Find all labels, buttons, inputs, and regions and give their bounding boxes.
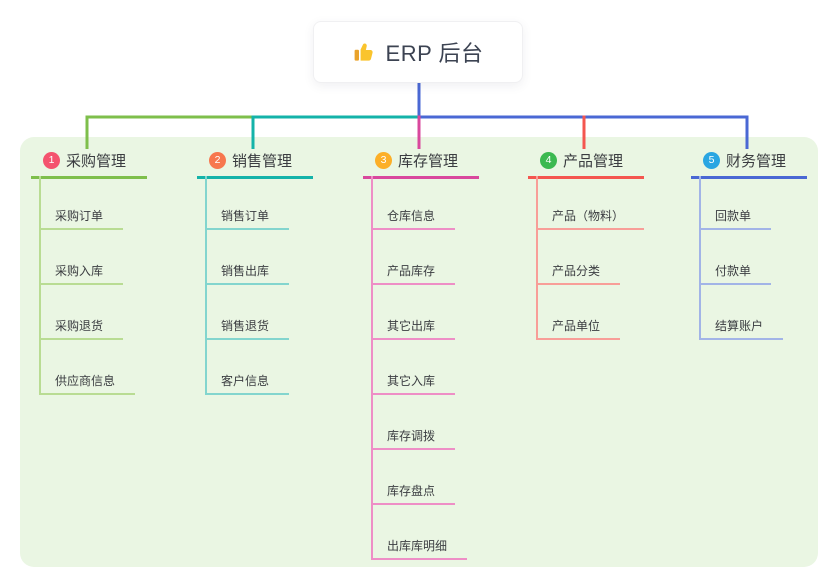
root-label: ERP 后台 xyxy=(385,41,484,66)
child-node[interactable]: 产品（物料） xyxy=(536,204,645,230)
child-label: 付款单 xyxy=(715,264,752,278)
child-node[interactable]: 采购退货 xyxy=(39,314,124,340)
child-label: 销售出库 xyxy=(221,264,270,278)
branch-title[interactable]: 4 产品管理 xyxy=(528,146,644,174)
child-label: 库存盘点 xyxy=(387,484,436,498)
child-label: 仓库信息 xyxy=(387,209,436,223)
child-label: 产品库存 xyxy=(387,264,436,278)
child-node[interactable]: 出库库明细 xyxy=(371,534,468,560)
child-label: 其它出库 xyxy=(387,319,436,333)
branches-panel xyxy=(20,137,818,567)
child-node[interactable]: 回款单 xyxy=(699,204,772,230)
child-node[interactable]: 产品库存 xyxy=(371,259,456,285)
child-label: 回款单 xyxy=(715,209,752,223)
branch-number-badge: 1 xyxy=(43,151,60,169)
child-label: 结算账户 xyxy=(715,319,764,333)
child-label: 采购入库 xyxy=(55,264,104,278)
child-node[interactable]: 销售订单 xyxy=(205,204,290,230)
thumbs-up-icon xyxy=(353,40,377,64)
branch-title[interactable]: 1 采购管理 xyxy=(31,146,147,174)
child-label: 销售退货 xyxy=(221,319,270,333)
branch-title[interactable]: 3 库存管理 xyxy=(363,146,479,174)
child-node[interactable]: 其它入库 xyxy=(371,369,456,395)
branch-number-badge: 2 xyxy=(209,151,226,169)
child-node[interactable]: 销售出库 xyxy=(205,259,290,285)
child-label: 客户信息 xyxy=(221,374,270,388)
child-node[interactable]: 其它出库 xyxy=(371,314,456,340)
child-node[interactable]: 销售退货 xyxy=(205,314,290,340)
child-label: 产品（物料） xyxy=(552,209,625,223)
branch-number-badge: 4 xyxy=(540,151,557,169)
child-node[interactable]: 供应商信息 xyxy=(39,369,136,395)
branch-number-badge: 5 xyxy=(703,151,720,169)
child-node[interactable]: 库存调拨 xyxy=(371,424,456,450)
branch-title-label: 采购管理 xyxy=(66,152,127,170)
child-node[interactable]: 产品分类 xyxy=(536,259,621,285)
child-node[interactable]: 采购入库 xyxy=(39,259,124,285)
branch-number-badge: 3 xyxy=(375,151,392,169)
child-node[interactable]: 产品单位 xyxy=(536,314,621,340)
branch-title-label: 库存管理 xyxy=(398,152,459,170)
branch-title[interactable]: 2 销售管理 xyxy=(197,146,313,174)
child-label: 销售订单 xyxy=(221,209,270,223)
branch-title-label: 销售管理 xyxy=(232,152,293,170)
child-label: 采购订单 xyxy=(55,209,104,223)
child-node[interactable]: 采购订单 xyxy=(39,204,124,230)
root-node[interactable]: ERP 后台 xyxy=(313,21,523,83)
branch-title-label: 财务管理 xyxy=(726,152,787,170)
child-node[interactable]: 客户信息 xyxy=(205,369,290,395)
child-label: 其它入库 xyxy=(387,374,436,388)
child-node[interactable]: 付款单 xyxy=(699,259,772,285)
child-label: 采购退货 xyxy=(55,319,104,333)
child-label: 供应商信息 xyxy=(55,374,116,388)
child-node[interactable]: 仓库信息 xyxy=(371,204,456,230)
child-label: 出库库明细 xyxy=(387,539,448,553)
child-label: 产品分类 xyxy=(552,264,601,278)
branch-title-label: 产品管理 xyxy=(563,152,624,170)
child-label: 产品单位 xyxy=(552,319,601,333)
child-label: 库存调拨 xyxy=(387,429,436,443)
child-node[interactable]: 结算账户 xyxy=(699,314,784,340)
branch-title[interactable]: 5 财务管理 xyxy=(691,146,807,174)
child-node[interactable]: 库存盘点 xyxy=(371,479,456,505)
